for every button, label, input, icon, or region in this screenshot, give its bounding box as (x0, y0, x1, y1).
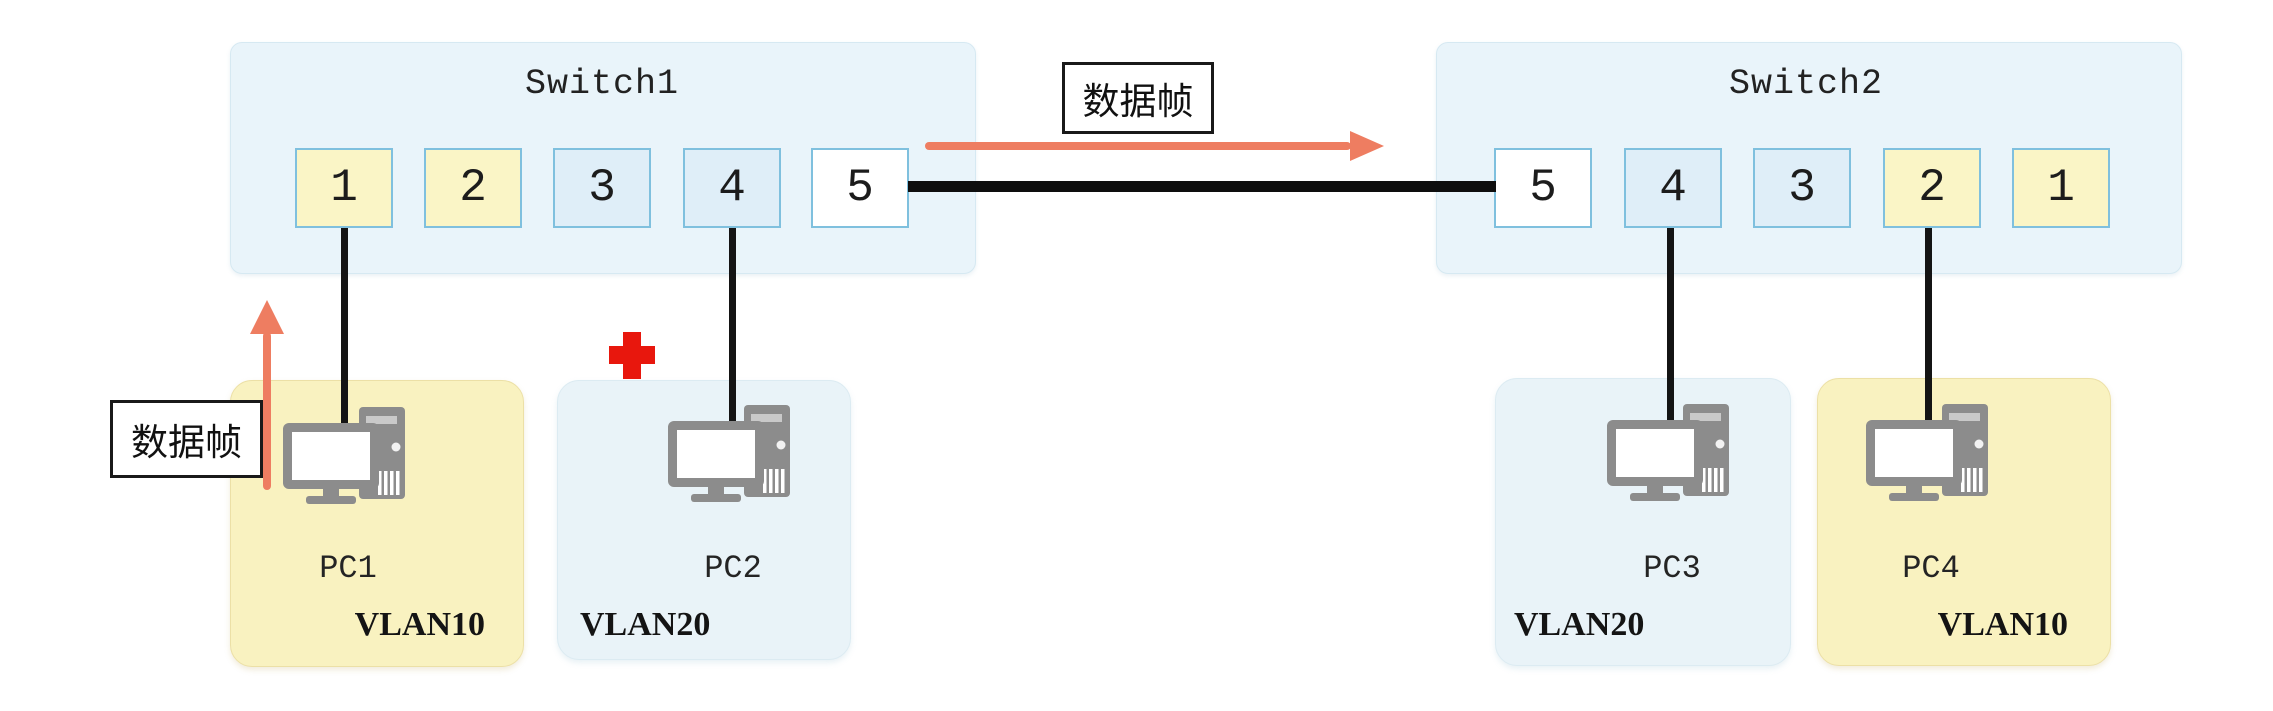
pc2-computer-icon (668, 405, 790, 502)
switch2-port-1: 1 (2012, 148, 2110, 228)
switch2-port-5: 5 (1494, 148, 1592, 228)
pc3-vlan-tag: VLAN20 (1514, 606, 1645, 643)
cable-switch1p4-pc2 (729, 228, 736, 428)
pc1-computer-icon (283, 407, 405, 504)
switch1-port-5: 5 (811, 148, 909, 228)
switch1-port-3: 3 (553, 148, 651, 228)
switch1-title: Switch1 (524, 64, 680, 104)
pc1-vlan-tag: VLAN10 (354, 606, 485, 643)
cable-switch1p1-pc1 (341, 228, 348, 428)
switch1-port-2: 2 (424, 148, 522, 228)
trunk-cable-switch1-switch2 (908, 181, 1496, 192)
switch1-port-4: 4 (683, 148, 781, 228)
cable-switch2p2-pc4 (1925, 228, 1932, 428)
pc4-computer-icon (1866, 404, 1988, 501)
pc2-vlan-tag: VLAN20 (580, 606, 711, 643)
cable-switch2p4-pc3 (1667, 228, 1674, 428)
pc3-computer-icon (1607, 404, 1729, 501)
pc1-label: PC1 (319, 550, 377, 587)
data-frame-arrow-right-head (1350, 131, 1384, 161)
blocked-red-cross-icon (609, 332, 655, 379)
switch2-port-2: 2 (1883, 148, 1981, 228)
data-frame-arrow-up-head (250, 300, 284, 334)
data-frame-arrow-up-shaft (263, 332, 271, 490)
pc4-vlan-tag: VLAN10 (1937, 606, 2068, 643)
pc3-label: PC3 (1643, 550, 1701, 587)
data-frame-label-left: 数据帧 (110, 400, 263, 478)
data-frame-arrow-right-shaft (925, 142, 1351, 150)
switch2-port-3: 3 (1753, 148, 1851, 228)
pc2-label: PC2 (704, 550, 762, 587)
pc4-label: PC4 (1902, 550, 1960, 587)
switch2-title: Switch2 (1728, 64, 1884, 104)
switch1-port-1: 1 (295, 148, 393, 228)
switch2-port-4: 4 (1624, 148, 1722, 228)
data-frame-label-top: 数据帧 (1062, 62, 1214, 134)
